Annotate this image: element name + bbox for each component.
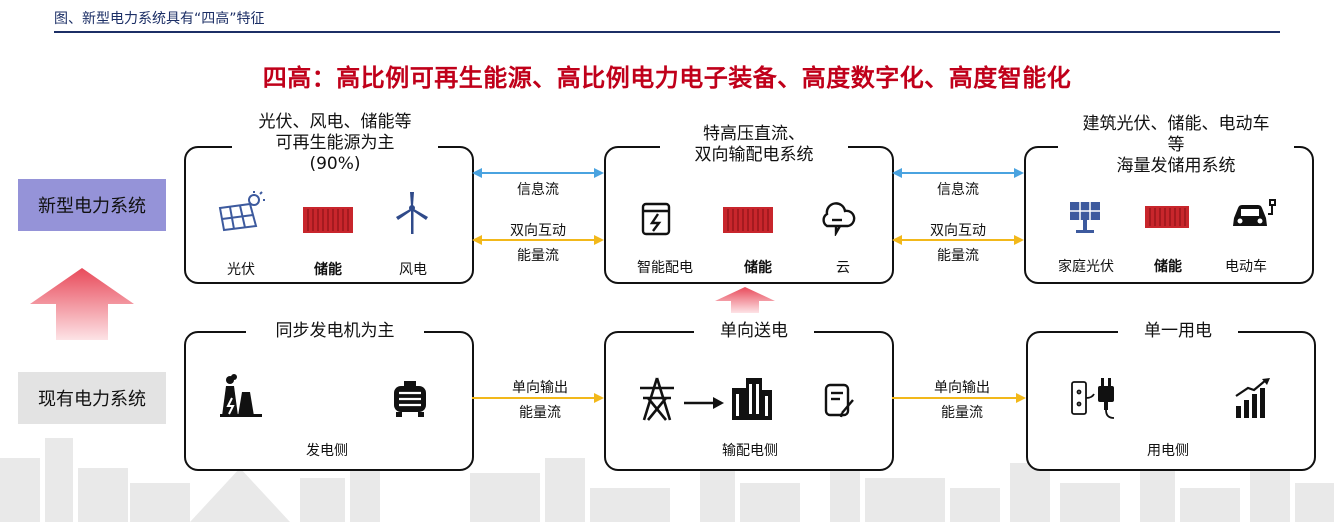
bidirectional-label: 双向互动 — [930, 223, 986, 239]
socket-plug-icon — [1071, 378, 1115, 419]
storage-label: 储能 — [1154, 259, 1182, 275]
old-load-box — [1026, 331, 1316, 471]
smart-distribution-icon — [641, 202, 671, 236]
one-way-arrow-icon — [684, 397, 724, 409]
building-icon — [732, 378, 772, 420]
old-grid-title: 单向送电 — [694, 321, 814, 342]
info-energy-flow-arrows — [892, 168, 1024, 245]
storage-label: 储能 — [314, 262, 342, 278]
one-way-output-label: 单向输出 — [934, 380, 990, 396]
new-grid-title: 特高压直流、 双向输配电系统 — [660, 124, 848, 166]
wind-turbine-icon — [396, 192, 428, 234]
pv-label: 光伏 — [227, 262, 255, 278]
storage-label: 储能 — [744, 260, 772, 276]
headline: 四高：高比例可再生能源、高比例电力电子装备、高度数字化、高度智能化 — [262, 64, 1072, 92]
new-load-title: 建筑光伏、储能、电动车 等 海量发储用系统 — [1058, 114, 1294, 177]
upgrade-small-arrow-icon — [715, 287, 775, 313]
transmission-side-label: 输配电侧 — [722, 443, 778, 459]
title-divider — [54, 31, 1280, 33]
electric-car-icon — [1233, 199, 1276, 226]
transmission-tower-icon — [640, 377, 674, 421]
home-solar-panel-icon — [1070, 202, 1100, 233]
figure-title: 图、新型电力系统具有“四高”特征 — [54, 11, 265, 27]
storage-container-icon — [303, 207, 353, 233]
one-way-output-label: 单向输出 — [512, 380, 568, 396]
energy-flow-label: 能量流 — [941, 405, 983, 421]
consumption-side-label: 用电侧 — [1147, 443, 1189, 459]
new-source-title: 光伏、风电、储能等 可再生能源为主 (90%) — [232, 112, 438, 175]
ev-label: 电动车 — [1225, 259, 1267, 275]
storage-container-icon — [723, 207, 773, 233]
one-way-energy-arrow — [472, 393, 604, 403]
generator-icon — [394, 381, 426, 417]
cloud-icon — [822, 202, 856, 236]
new-system-label: 新型电力系统 — [18, 179, 166, 231]
generation-side-label: 发电侧 — [306, 443, 348, 459]
info-flow-label: 信息流 — [517, 182, 559, 198]
power-plant-icon — [220, 374, 262, 417]
old-source-title: 同步发电机为主 — [246, 321, 424, 342]
wind-label: 风电 — [399, 262, 427, 278]
existing-system-label: 现有电力系统 — [18, 372, 166, 424]
solar-panel-icon — [218, 191, 265, 232]
energy-flow-label: 能量流 — [519, 405, 561, 421]
smart-distribution-label: 智能配电 — [637, 260, 693, 276]
city-skyline-background — [0, 438, 1334, 522]
document-edit-icon — [824, 383, 854, 418]
one-way-energy-arrow — [892, 393, 1026, 403]
upgrade-arrow-icon — [30, 268, 134, 340]
bidirectional-label: 双向互动 — [510, 223, 566, 239]
growth-chart-icon — [1235, 378, 1270, 418]
info-energy-flow-arrows — [472, 168, 604, 245]
cloud-label: 云 — [836, 260, 850, 276]
energy-flow-label: 能量流 — [517, 248, 559, 264]
old-load-title: 单一用电 — [1118, 321, 1238, 342]
energy-flow-label: 能量流 — [937, 248, 979, 264]
info-flow-label: 信息流 — [937, 182, 979, 198]
home-pv-label: 家庭光伏 — [1058, 259, 1114, 275]
storage-container-icon — [1145, 206, 1189, 228]
